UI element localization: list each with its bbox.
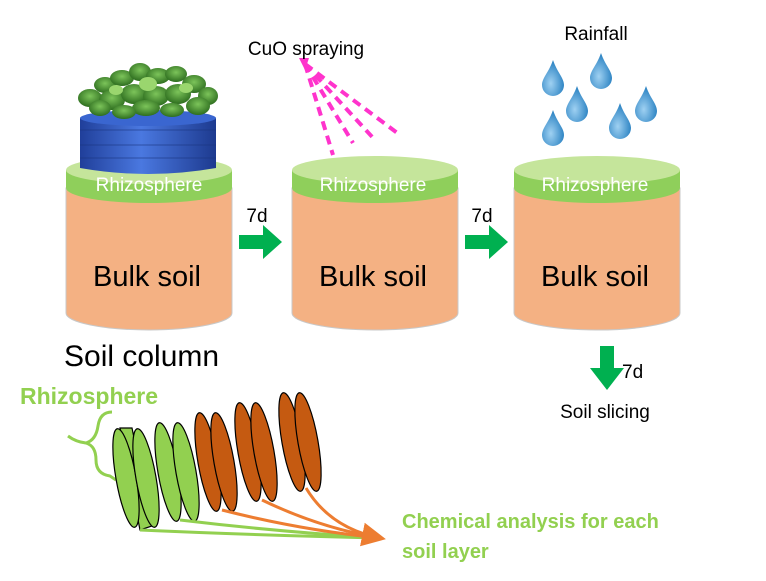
rhizosphere-label-2: Rhizosphere — [320, 175, 427, 196]
soil-slice-orange-1 — [194, 412, 238, 512]
rhizosphere-label-3: Rhizosphere — [542, 175, 649, 196]
rhizosphere-top-3 — [514, 156, 680, 184]
soil-slice-green-2 — [154, 422, 200, 522]
soil-slicing-label: Soil slicing — [560, 402, 650, 423]
spray-nozzle-icon — [299, 58, 309, 70]
soil-column-label: Soil column — [64, 340, 219, 373]
arrow-right-icon-2 — [465, 225, 508, 259]
soil-slices — [112, 392, 322, 531]
rhizosphere-top-2 — [292, 156, 458, 184]
analysis-label-line2: soil layer — [402, 541, 489, 563]
bulk-soil-label-1: Bulk soil — [93, 261, 201, 293]
bulk-soil-body-3 — [513, 187, 681, 331]
analysis-connectors — [139, 487, 386, 547]
plant-pot-image — [80, 110, 216, 174]
bulk-soil-label-3: Bulk soil — [541, 261, 649, 293]
soil-column-2: Rhizosphere Bulk soil — [291, 156, 459, 331]
bulk-soil-label-2: Bulk soil — [319, 261, 427, 293]
plant-seedlings-image — [78, 63, 218, 119]
analysis-label-line1: Chemical analysis for each — [402, 511, 659, 533]
soil-slice-orange-3 — [278, 392, 322, 492]
interval-label-2: 7d — [471, 206, 492, 227]
soil-column-1: Rhizosphere Bulk soil — [65, 63, 233, 331]
bulk-soil-body-1 — [65, 187, 233, 331]
interval-label-3: 7d — [622, 362, 643, 383]
arrow-down-icon — [590, 346, 624, 390]
interval-label-1: 7d — [246, 206, 267, 227]
rhizosphere-brace-icon — [80, 410, 117, 482]
rainfall-label: Rainfall — [564, 24, 627, 45]
bulk-soil-body-2 — [291, 187, 459, 331]
raindrops-icon — [542, 53, 657, 146]
soil-slice-orange-2 — [234, 402, 278, 502]
rhizosphere-label-1: Rhizosphere — [96, 175, 203, 196]
cuo-spray-icon — [303, 62, 402, 156]
soil-slice-green-1 — [112, 427, 160, 531]
rhizosphere-layers-label: Rhizosphere — [20, 383, 158, 409]
soil-column-3: Rhizosphere Bulk soil — [513, 156, 681, 331]
cuo-spraying-label: CuO spraying — [248, 39, 364, 60]
arrow-right-icon-1 — [239, 225, 282, 259]
